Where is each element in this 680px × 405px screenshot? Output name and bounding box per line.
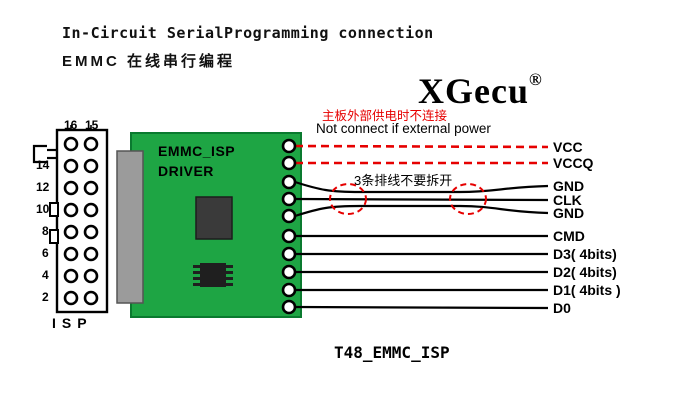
pin-number-14: 14	[36, 158, 50, 172]
signal-label-d2: D2( 4bits)	[553, 264, 617, 280]
isp-pin-holes	[63, 136, 99, 306]
brand-text: XGecu	[418, 71, 529, 111]
brand-logo: XGecu®	[418, 70, 543, 112]
wire-clk	[294, 197, 549, 202]
ribbon-circle-left	[329, 183, 367, 215]
signal-label-cmd: CMD	[553, 228, 585, 244]
board-edge-connector	[116, 150, 144, 304]
registered-mark-icon: ®	[528, 70, 543, 89]
isp-key-tab-2	[49, 229, 59, 244]
wire-d0	[294, 305, 549, 310]
board-name-line2: DRIVER	[158, 163, 214, 179]
pin-number-16: 16	[64, 118, 78, 132]
signal-label-gnd1: GND	[553, 178, 585, 194]
wire-vcc	[294, 144, 549, 149]
isp-connector-label: ISP	[52, 315, 93, 331]
pin-number-15: 15	[85, 118, 99, 132]
signal-label-d0: D0	[553, 300, 571, 316]
power-note-english: Not connect if external power	[316, 121, 491, 136]
small-ic	[193, 263, 233, 287]
pin-number-12: 12	[36, 180, 50, 194]
signal-label-d3: D3( 4bits)	[553, 246, 617, 262]
signal-label-vcc: VCC	[553, 139, 583, 155]
pin-number-2: 2	[42, 290, 49, 304]
isp-key-tab-1	[49, 202, 59, 217]
board-pads	[281, 138, 297, 315]
signal-label-clk: CLK	[553, 192, 582, 208]
ribbon-circle-right	[449, 183, 487, 215]
board-name-line1: EMMC_ISP	[158, 143, 236, 159]
signal-wires	[294, 144, 549, 310]
title-chinese: EMMC 在线串行编程	[62, 53, 235, 70]
title-english: In-Circuit SerialProgramming connection	[62, 24, 434, 42]
footer-caption: T48_EMMC_ISP	[334, 343, 450, 362]
signal-label-d1: D1( 4bits )	[553, 282, 621, 298]
main-chip	[195, 196, 233, 240]
pin-number-10: 10	[36, 202, 50, 216]
ribbon-note-chinese: 3条排线不要拆开	[354, 173, 453, 188]
wire-gnd1	[294, 180, 549, 194]
pin-number-8: 8	[42, 224, 49, 238]
signal-label-vccq: VCCQ	[553, 155, 594, 171]
polarity-key-icon	[32, 144, 47, 164]
pin-number-6: 6	[42, 246, 49, 260]
isp-header-body	[55, 128, 109, 314]
pin-number-4: 4	[42, 268, 49, 282]
signal-label-gnd2: GND	[553, 205, 585, 221]
power-note-chinese: 主板外部供电时不连接	[322, 109, 448, 123]
wire-gnd2	[294, 204, 549, 218]
